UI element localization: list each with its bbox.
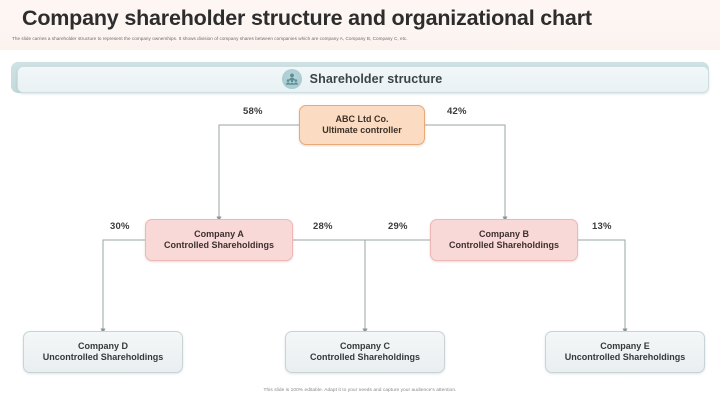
node-company-c[interactable]: Company C Controlled Shareholdings [285, 331, 445, 373]
percent-abc-to-a: 58% [243, 106, 263, 117]
people-group-icon [281, 68, 302, 89]
percent-a-to-c: 28% [313, 221, 333, 232]
percent-b-to-e: 13% [592, 221, 612, 232]
node-company-b[interactable]: Company B Controlled Shareholdings [430, 219, 578, 261]
percent-a-to-d: 30% [110, 221, 130, 232]
node-company-d-line1: Company D [77, 340, 128, 351]
node-company-a-line2: Controlled Shareholdings [163, 240, 274, 250]
section-title: Shareholder structure [309, 71, 443, 86]
footer-note: This slide is 100% editable. Adapt it to… [263, 388, 457, 393]
node-abc-line2: Ultimate controller [322, 125, 402, 135]
node-company-e-line1: Company E [600, 340, 650, 351]
node-abc-line1: ABC Ltd Co. [335, 113, 389, 124]
header-band [0, 0, 720, 50]
section-bar [17, 66, 709, 93]
node-company-b-line2: Controlled Shareholdings [448, 240, 559, 250]
node-company-a[interactable]: Company A Controlled Shareholdings [145, 219, 293, 261]
percent-abc-to-b: 42% [447, 106, 467, 117]
node-company-c-line1: Company C [339, 340, 390, 351]
section-header: Shareholder structure [17, 66, 707, 91]
percent-b-to-c: 29% [388, 221, 408, 232]
node-company-c-line2: Controlled Shareholdings [309, 352, 420, 362]
node-company-e[interactable]: Company E Uncontrolled Shareholdings [545, 331, 705, 373]
node-company-d-line2: Uncontrolled Shareholdings [42, 352, 164, 362]
node-company-d[interactable]: Company D Uncontrolled Shareholdings [23, 331, 183, 373]
page-title: Company shareholder structure and organi… [22, 6, 592, 30]
node-company-e-line2: Uncontrolled Shareholdings [564, 352, 686, 362]
node-abc-ltd[interactable]: ABC Ltd Co. Ultimate controller [299, 105, 425, 145]
page-subtitle: The slide carries a shareholder structur… [12, 36, 408, 41]
node-company-a-line1: Company A [194, 228, 244, 239]
node-company-b-line1: Company B [478, 228, 529, 239]
